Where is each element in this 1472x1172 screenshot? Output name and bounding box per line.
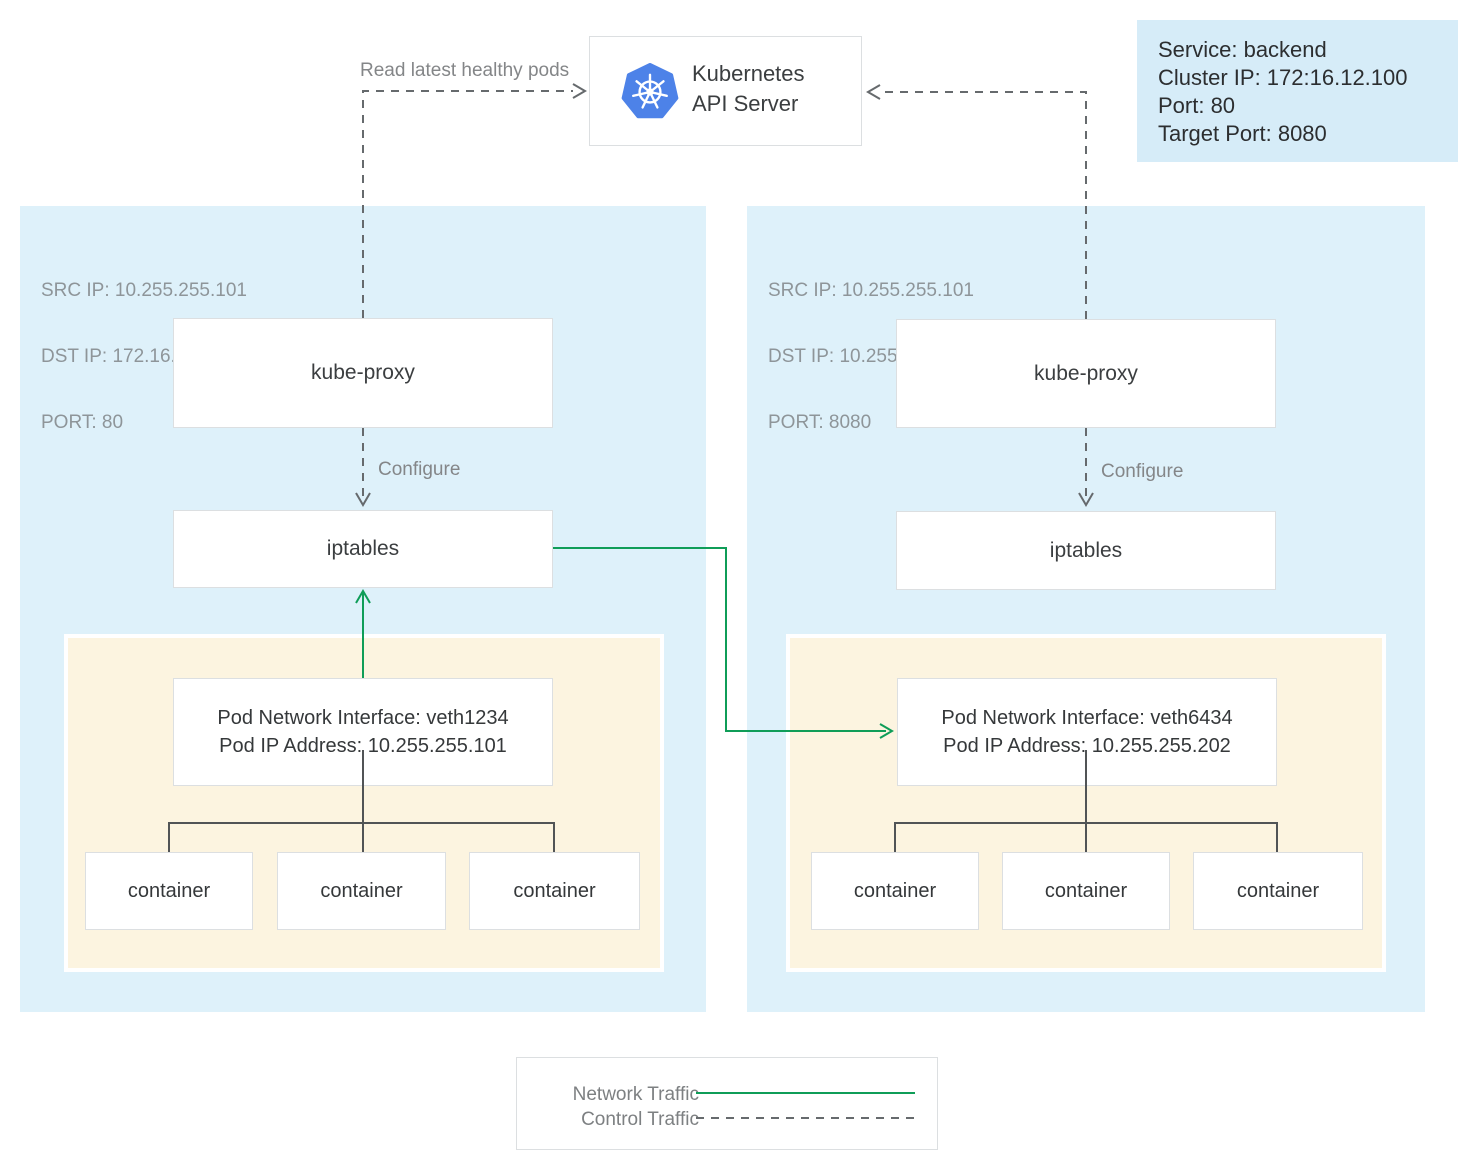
container-box: container xyxy=(811,852,979,930)
kube-proxy-label-left: kube-proxy xyxy=(311,361,415,384)
node-left-src-ip: SRC IP: 10.255.255.101 xyxy=(41,280,247,301)
service-port: Port: 80 xyxy=(1158,93,1236,118)
container-box: container xyxy=(1002,852,1170,930)
pod-interface-left-line1: Pod Network Interface: veth1234 xyxy=(217,707,509,729)
kubernetes-logo-icon xyxy=(621,63,679,119)
container-box: container xyxy=(469,852,640,930)
configure-label-right: Configure xyxy=(1101,461,1184,482)
kube-proxy-box-left: kube-proxy xyxy=(173,318,553,428)
container-label: container xyxy=(1236,879,1320,902)
node-right-src-ip: SRC IP: 10.255.255.101 xyxy=(768,280,974,301)
container-box: container xyxy=(277,852,446,930)
container-label: container xyxy=(127,879,211,902)
api-server-title-line2: API Server xyxy=(692,91,799,116)
arrowhead-left-into-api xyxy=(866,84,881,100)
pod-interface-left-line2: Pod IP Address: 10.255.255.101 xyxy=(219,735,507,757)
node-right-port: PORT: 8080 xyxy=(768,412,872,433)
iptables-label-right: iptables xyxy=(1049,538,1123,562)
container-box: container xyxy=(1193,852,1363,930)
pod-interface-right-line1: Pod Network Interface: veth6434 xyxy=(941,707,1233,729)
container-label: container xyxy=(1044,879,1128,902)
iptables-label-left: iptables xyxy=(326,537,400,560)
container-label: container xyxy=(853,879,937,902)
node-left-header: SRC IP: 10.255.255.101 DST IP: 172.16.12… xyxy=(41,236,247,478)
iptables-box-left: iptables xyxy=(173,510,553,588)
container-box: container xyxy=(85,852,253,930)
legend-control-label: Control Traffic xyxy=(581,1109,699,1130)
service-target-port: Target Port: 8080 xyxy=(1158,121,1327,146)
service-info-box: Service: backend Cluster IP: 172:16.12.1… xyxy=(1137,20,1458,162)
kube-proxy-box-right: kube-proxy xyxy=(896,319,1276,428)
pod-interface-box-left: Pod Network Interface: veth1234 Pod IP A… xyxy=(173,678,553,786)
container-label: container xyxy=(320,879,403,902)
kube-proxy-label-right: kube-proxy xyxy=(1034,361,1138,385)
legend-box: Network Traffic Control Traffic xyxy=(516,1057,938,1150)
api-server-box: Kubernetes API Server xyxy=(589,36,862,146)
configure-label-left: Configure xyxy=(378,459,461,480)
legend-network-label: Network Traffic xyxy=(572,1084,699,1105)
api-server-title-line1: Kubernetes xyxy=(692,61,805,86)
iptables-box-right: iptables xyxy=(896,511,1276,590)
container-label: container xyxy=(513,879,596,902)
service-name: Service: backend xyxy=(1158,37,1327,62)
pod-interface-right-line2: Pod IP Address: 10.255.255.202 xyxy=(943,735,1231,757)
node-left-port: PORT: 80 xyxy=(41,412,124,433)
pod-interface-box-right: Pod Network Interface: veth6434 Pod IP A… xyxy=(897,678,1277,786)
read-latest-healthy-pods-label: Read latest healthy pods xyxy=(360,60,570,81)
service-cluster-ip: Cluster IP: 172:16.12.100 xyxy=(1158,65,1408,90)
arrowhead-right-into-api xyxy=(572,83,587,99)
api-server-title: Kubernetes API Server xyxy=(692,59,805,119)
